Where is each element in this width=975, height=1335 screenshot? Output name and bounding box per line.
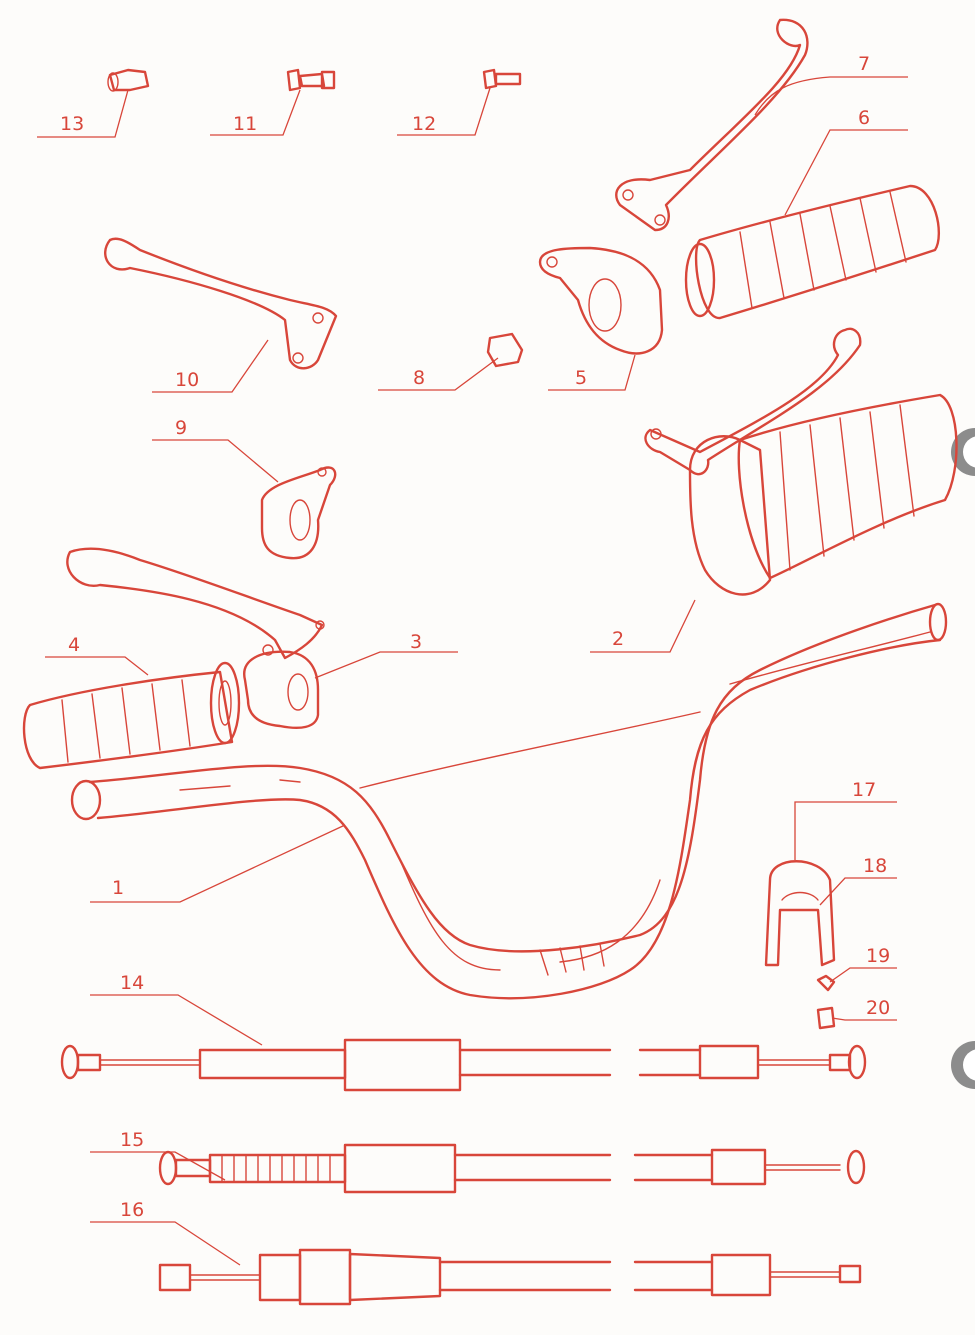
label-13: 13 <box>60 113 84 135</box>
left-brake-lever <box>104 237 338 370</box>
nut-20 <box>816 1006 836 1030</box>
screw-11 <box>286 68 336 92</box>
cable-15 <box>158 1143 866 1194</box>
right-grip <box>684 184 940 320</box>
nut-19 <box>816 974 836 992</box>
label-2: 2 <box>612 628 624 650</box>
label-18: 18 <box>863 855 887 877</box>
part-labels: 1 2 3 4 5 6 7 8 9 10 11 12 13 14 15 16 1… <box>60 53 890 1221</box>
label-7: 7 <box>858 53 870 75</box>
label-11: 11 <box>233 113 257 135</box>
mount-clamp <box>764 860 836 967</box>
right-lever-throttle-assembly <box>644 327 958 596</box>
small-block <box>486 332 524 368</box>
label-14: 14 <box>120 972 144 994</box>
left-lever-assembly <box>66 547 325 729</box>
label-20: 20 <box>866 997 890 1019</box>
label-12: 12 <box>412 113 436 135</box>
label-15: 15 <box>120 1129 144 1151</box>
label-17: 17 <box>852 779 876 801</box>
label-3: 3 <box>410 631 422 653</box>
screw-13 <box>107 68 150 92</box>
label-19: 19 <box>866 945 890 967</box>
throttle-housing <box>538 246 664 355</box>
label-4: 4 <box>68 634 80 656</box>
label-5: 5 <box>575 367 587 389</box>
clamp-bracket <box>260 466 337 560</box>
cable-16 <box>158 1248 862 1306</box>
left-grip <box>22 661 241 770</box>
label-16: 16 <box>120 1199 144 1221</box>
label-6: 6 <box>858 107 870 129</box>
label-1: 1 <box>112 877 124 899</box>
label-10: 10 <box>175 369 199 391</box>
leader-lines <box>37 76 908 1266</box>
handlebar <box>70 602 948 1000</box>
label-8: 8 <box>413 367 425 389</box>
label-9: 9 <box>175 417 187 439</box>
right-lever <box>615 18 809 232</box>
cable-14 <box>60 1038 867 1092</box>
binder-holes <box>951 428 975 1089</box>
screw-12 <box>482 68 522 90</box>
